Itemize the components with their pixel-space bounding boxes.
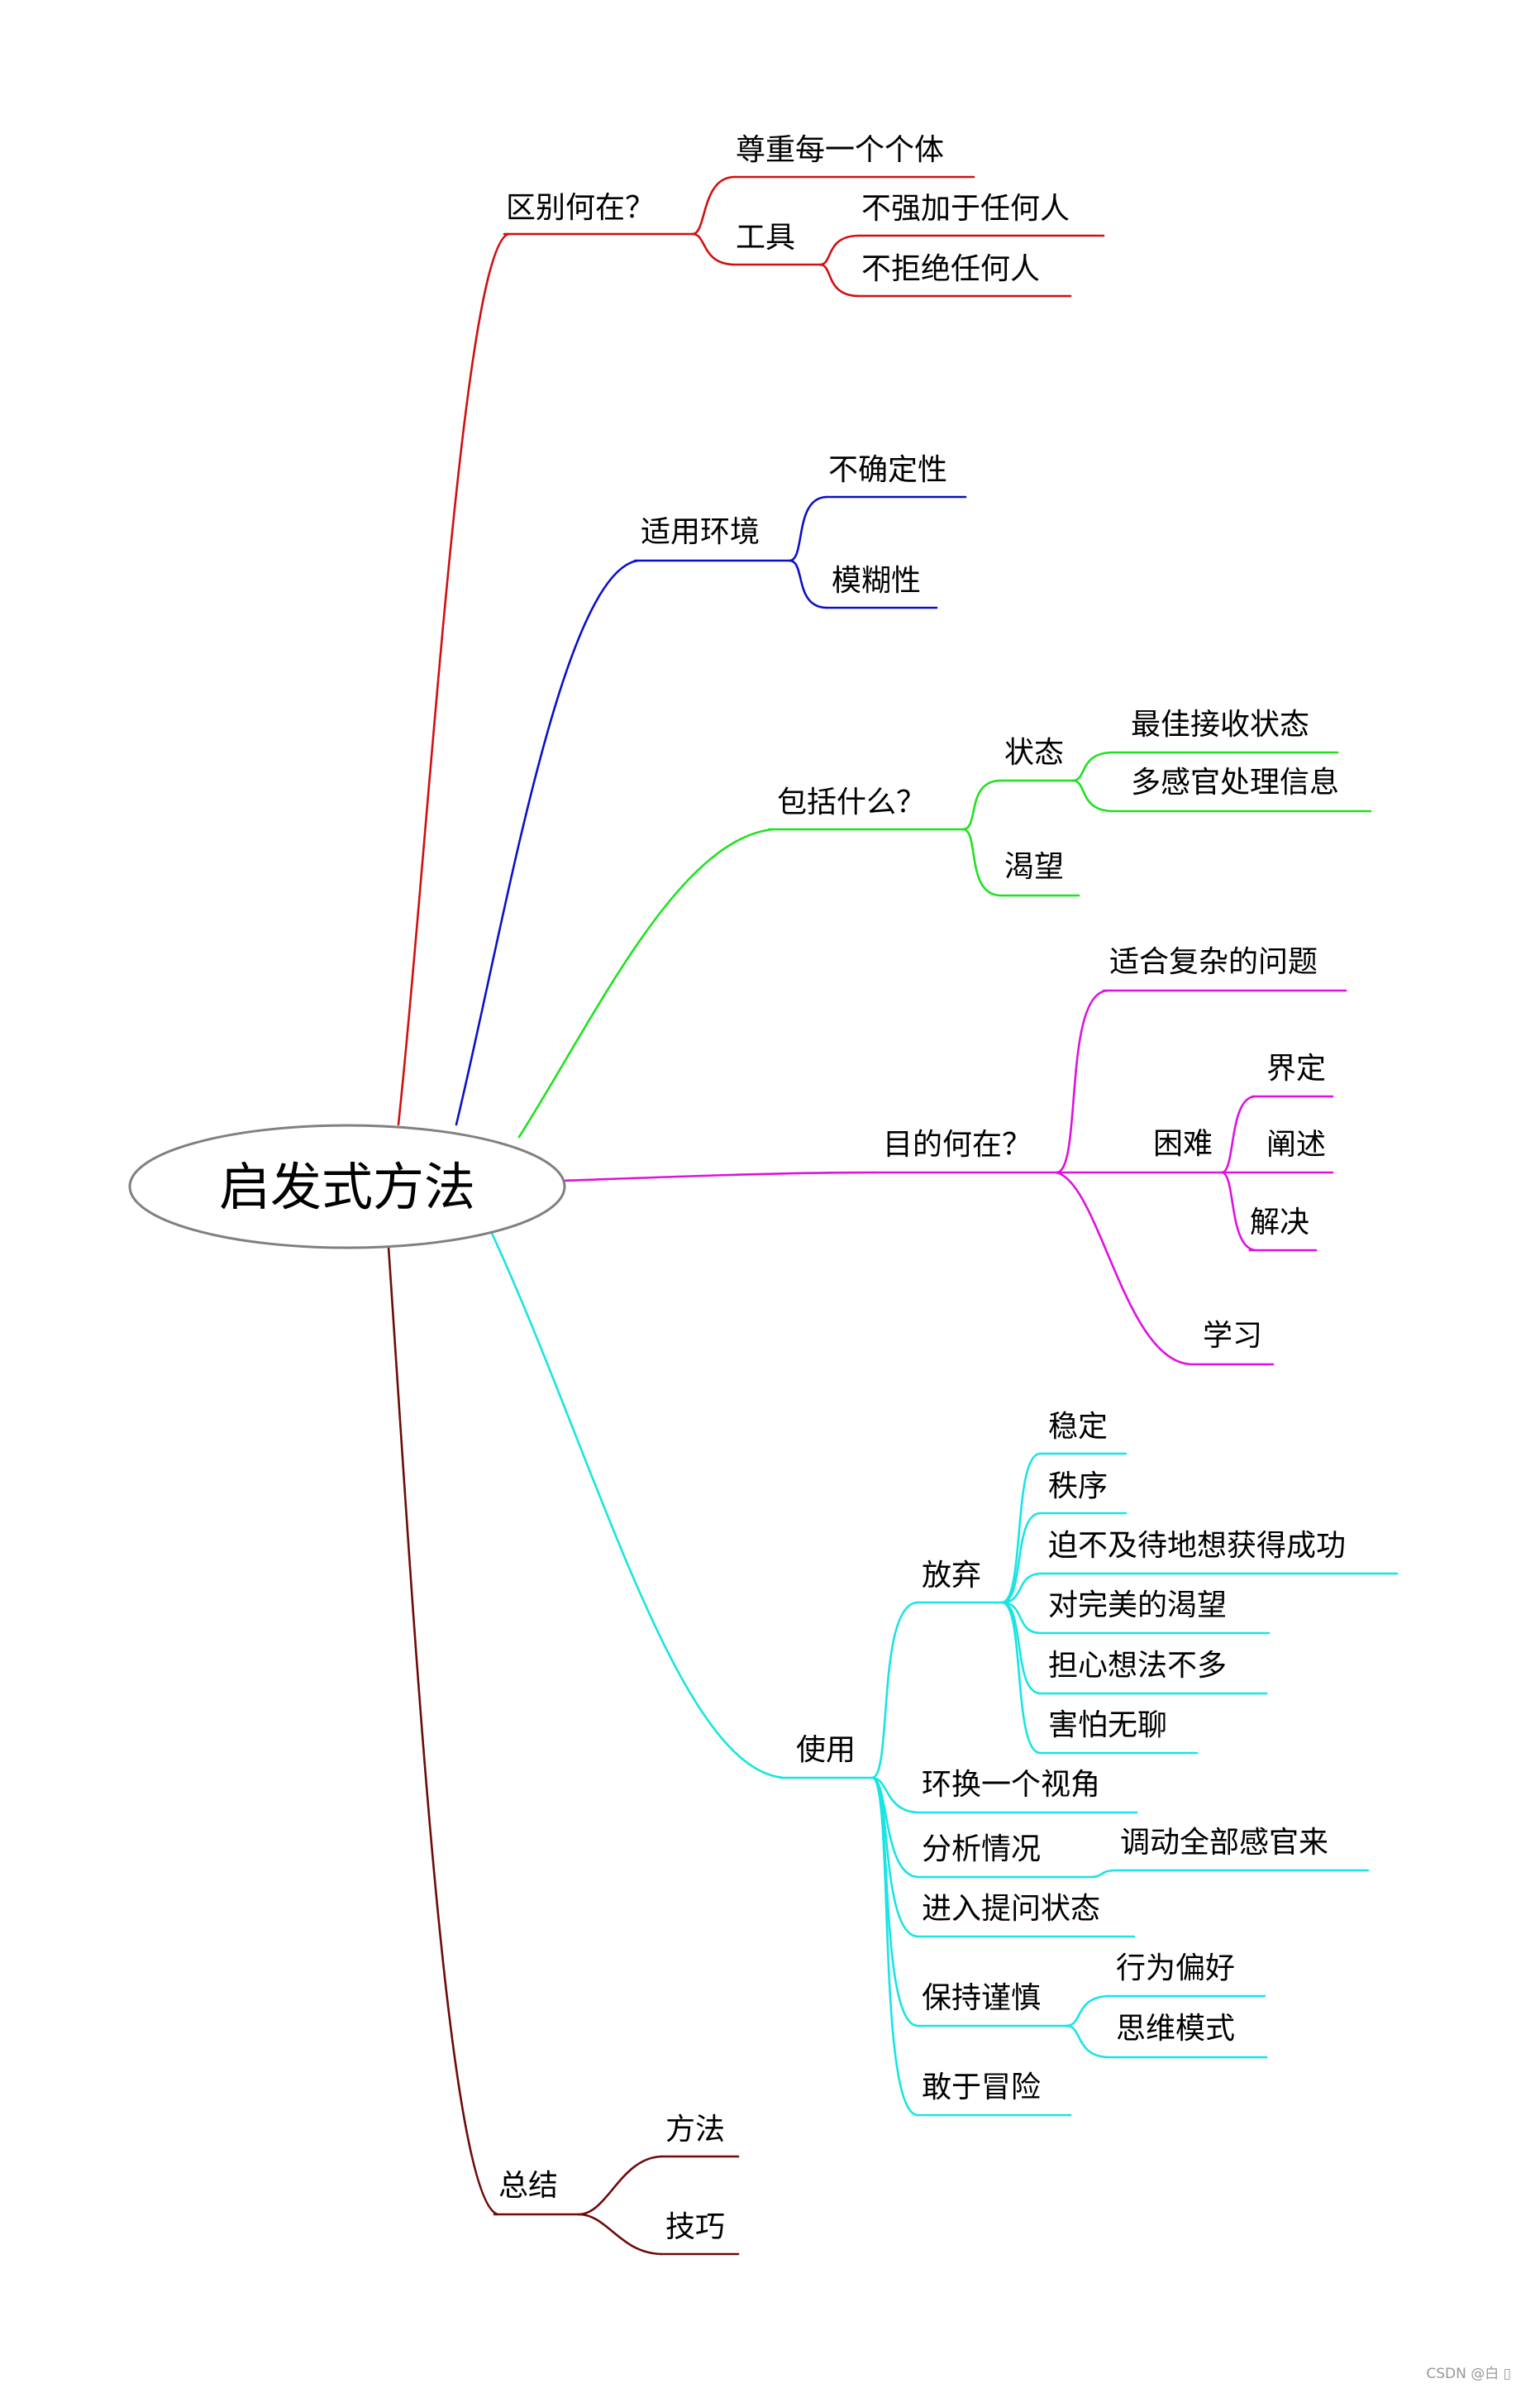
connector xyxy=(870,1776,919,1814)
connector xyxy=(1071,751,1113,782)
connector xyxy=(1071,779,1113,813)
connector xyxy=(455,559,640,1126)
node-solve: 解决 xyxy=(1250,1206,1309,1239)
node-method: 方法 xyxy=(665,2113,725,2147)
node-fear-boredom: 害怕无聊 xyxy=(1048,1708,1167,1742)
connector xyxy=(560,1171,876,1182)
node-explain: 阐述 xyxy=(1266,1128,1326,1162)
branch-label-includes: 包括什么？ xyxy=(777,786,926,819)
node-tool: 工具 xyxy=(736,221,795,255)
connector xyxy=(1000,1601,1042,1635)
connector xyxy=(1220,1095,1256,1174)
branch-label-difference: 区别何在？ xyxy=(506,191,655,225)
branch-purpose: 目的何在？ 适合复杂的问题 困难 界定 阐述 解决 学习 xyxy=(560,945,1347,1366)
node-abandon: 放弃 xyxy=(922,1559,981,1593)
branch-label-environment: 适用环境 xyxy=(641,515,760,549)
connector xyxy=(818,234,860,266)
connector xyxy=(961,828,1002,897)
connector xyxy=(1220,1171,1256,1252)
connector xyxy=(1055,989,1109,1174)
node-stay-cautious: 保持谨慎 xyxy=(922,1981,1041,2015)
node-perfection: 对完美的渴望 xyxy=(1048,1588,1227,1622)
node-analyze-situation: 分析情况 xyxy=(922,1832,1041,1866)
node-change-perspective: 环换一个视角 xyxy=(922,1768,1100,1802)
connector xyxy=(397,232,510,1126)
node-uncertainty: 不确定性 xyxy=(828,453,947,487)
connector xyxy=(1089,1869,1118,1879)
node-technique: 技巧 xyxy=(665,2210,725,2244)
branch-label-use: 使用 xyxy=(796,1733,856,1767)
root-node: 启发式方法 xyxy=(128,1124,566,1249)
connector xyxy=(488,1226,785,1779)
connector xyxy=(1065,1994,1109,2027)
root-title: 启发式方法 xyxy=(219,1157,475,1217)
node-thinking-pattern: 思维模式 xyxy=(1116,2012,1235,2046)
node-best-receptive-state: 最佳接收状态 xyxy=(1131,708,1309,742)
connector xyxy=(788,559,828,609)
node-state: 状态 xyxy=(1004,736,1064,770)
node-eager-success: 迫不及待地想获得成功 xyxy=(1048,1529,1346,1563)
branch-use: 使用 放弃 稳定 秩序 迫不及待地想获得成功 对完美的渴望 担心想法不多 害怕无… xyxy=(488,1226,1399,2117)
connector xyxy=(1000,1452,1042,1604)
connector xyxy=(870,1776,919,2117)
node-multisensory-processing: 多感官处理信息 xyxy=(1131,766,1339,800)
node-behavior-preference: 行为偏好 xyxy=(1116,1951,1235,1985)
connector xyxy=(691,175,736,236)
node-difficulty: 困难 xyxy=(1153,1127,1213,1161)
connector xyxy=(788,495,828,562)
branch-includes: 包括什么？ 状态 渴望 最佳接收状态 多感官处理信息 xyxy=(517,708,1372,1139)
node-mobilize-senses: 调动全部感官来 xyxy=(1120,1826,1328,1860)
node-questioning-state: 进入提问状态 xyxy=(922,1892,1100,1926)
connector xyxy=(691,232,736,266)
connector xyxy=(1000,1572,1042,1604)
connector xyxy=(870,1601,919,1779)
connector xyxy=(961,779,1002,831)
connector xyxy=(1065,2024,1109,2059)
connector xyxy=(577,2213,663,2256)
connector xyxy=(1000,1512,1042,1604)
connector xyxy=(818,263,860,298)
root-ellipse xyxy=(128,1124,566,1249)
connector xyxy=(1055,1171,1192,1366)
node-learn: 学习 xyxy=(1203,1319,1262,1353)
node-no-imposition: 不强加于任何人 xyxy=(861,192,1070,226)
branch-label-summary: 总结 xyxy=(498,2169,558,2203)
connector xyxy=(577,2155,663,2216)
connector xyxy=(1000,1601,1042,1695)
node-stability: 稳定 xyxy=(1048,1410,1108,1444)
node-desire: 渴望 xyxy=(1004,850,1064,884)
node-dare-risk: 敢于冒险 xyxy=(922,2070,1041,2104)
node-no-rejection: 不拒绝任何人 xyxy=(861,252,1040,286)
branch-environment: 适用环境 不确定性 模糊性 xyxy=(455,453,967,1126)
branch-difference: 区别何在？ 尊重每一个个体 工具 不强加于任何人 不拒绝任何人 xyxy=(397,133,1105,1126)
branch-label-purpose: 目的何在？ xyxy=(883,1128,1032,1162)
branch-summary: 总结 方法 技巧 xyxy=(387,1245,740,2256)
node-few-ideas: 担心想法不多 xyxy=(1048,1649,1227,1683)
watermark: CSDN @白 ▯ xyxy=(1426,2366,1511,2382)
node-complex-problems: 适合复杂的问题 xyxy=(1109,945,1318,979)
connector xyxy=(1000,1601,1042,1755)
connector xyxy=(517,828,775,1139)
node-ambiguity: 模糊性 xyxy=(832,564,921,598)
node-define: 界定 xyxy=(1266,1052,1326,1086)
node-order: 秩序 xyxy=(1048,1469,1108,1503)
connector xyxy=(387,1245,499,2216)
node-respect-individual: 尊重每一个个体 xyxy=(736,133,944,167)
